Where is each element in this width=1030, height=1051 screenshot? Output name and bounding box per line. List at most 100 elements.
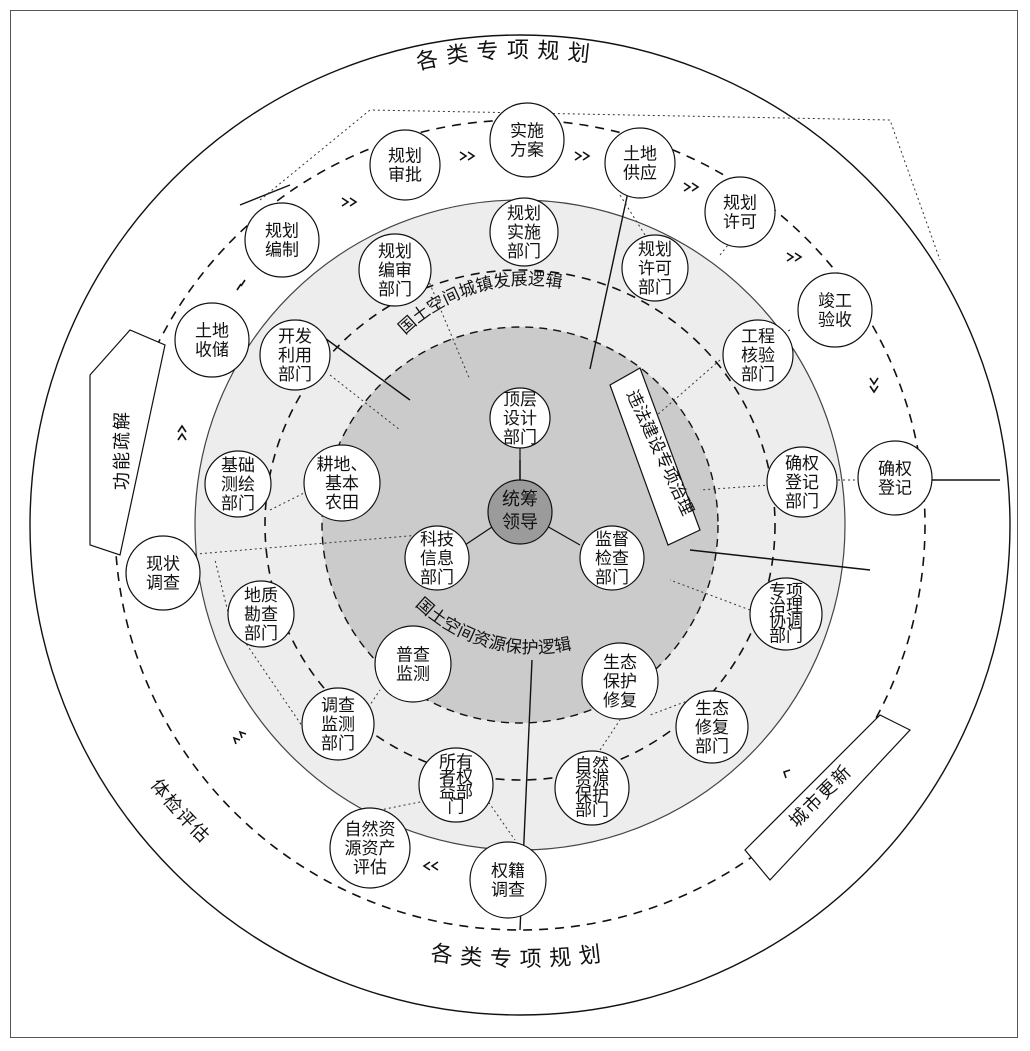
node-circle (604, 127, 676, 199)
node-line: 检查 (595, 549, 629, 569)
node-line: 部门 (741, 365, 775, 385)
node-line: 保护 (575, 785, 609, 805)
node-line: 审批 (388, 165, 422, 185)
node-line: 测绘 (221, 475, 255, 495)
node-circle (797, 272, 873, 348)
node-circle (766, 446, 838, 518)
node-circle (554, 750, 630, 826)
outermost-ring (29, 34, 1011, 1016)
node-line: 核验 (741, 346, 775, 366)
node-line: 源资产 (345, 839, 396, 859)
node-line: 部门 (575, 800, 609, 820)
node-circle (579, 525, 645, 591)
node-line: 部门 (221, 494, 255, 514)
node-line: 实施 (507, 223, 541, 243)
node-line: 规划 (388, 146, 422, 166)
node-line: 规划 (378, 242, 412, 262)
node-line: 门 (448, 797, 465, 817)
node-circle (204, 450, 272, 518)
node-line: 部门 (785, 492, 819, 512)
node-circle (489, 197, 559, 267)
node-line: 协调 (769, 611, 803, 631)
node-line: 部门 (278, 365, 312, 385)
node-line: 开发 (278, 327, 312, 347)
node-line: 实施 (510, 121, 544, 141)
node-circle (244, 202, 320, 278)
node-line: 编制 (265, 240, 299, 260)
node-line: 监测 (321, 715, 355, 735)
function-box: 功能疏解 (89, 329, 166, 556)
node-circle (675, 690, 749, 764)
node-line: 部门 (503, 428, 537, 448)
node-line: 规划 (507, 204, 541, 224)
node-line: 权籍 (491, 861, 525, 881)
node-line: 规划 (723, 193, 757, 213)
assessment-label: 体检评估 (146, 775, 214, 848)
node-circle (704, 176, 776, 248)
node-circle (358, 233, 432, 307)
node-circle (404, 525, 470, 591)
node-circle (418, 747, 494, 823)
node-circle (722, 319, 794, 391)
nodes-layer: 顶层设计部门科技信息部门监督检查部门规划审批实施方案土地供应规划许可竣工验收确权… (125, 102, 933, 919)
node-circle (227, 580, 295, 648)
node-circle (469, 841, 547, 919)
node-line: 部门 (507, 242, 541, 262)
node-line: 部门 (420, 568, 454, 588)
node-line: 调查 (146, 573, 180, 593)
node-line: 生态 (603, 653, 637, 673)
node-line: 收储 (195, 340, 229, 360)
node-line: 修复 (695, 718, 729, 738)
node-line: 规划 (638, 240, 672, 260)
node-circle (489, 102, 565, 178)
node-line: 确权 (878, 459, 912, 479)
node-circle (581, 642, 659, 720)
node-line: 科技 (420, 530, 454, 550)
node-circle (369, 129, 441, 201)
node-line: 部门 (321, 734, 355, 754)
node-line: 者权 (439, 767, 473, 787)
node-circle (125, 535, 201, 611)
node-line: 益部 (439, 782, 473, 802)
node-line: 自然资 (345, 820, 396, 840)
node-line: 农田 (325, 493, 359, 513)
node-line: 工程 (741, 327, 775, 347)
node-line: 许可 (723, 212, 757, 232)
node-line: 确权 (785, 454, 819, 474)
node-circle (374, 625, 452, 703)
node-circle (329, 807, 411, 889)
flow-arrows (177, 151, 879, 871)
node-circle (749, 577, 823, 651)
node-circle (259, 319, 331, 391)
node-line: 现状 (146, 554, 180, 574)
node-circle (174, 302, 250, 378)
node-line: 土地 (623, 144, 657, 164)
bottom-title: 各类专项规划 (429, 941, 610, 972)
node-line: 部门 (244, 624, 278, 644)
node-line: 评估 (353, 858, 387, 878)
center-line-1: 统筹 (502, 489, 538, 510)
node-line: 设计 (503, 409, 537, 429)
node-line: 登记 (878, 478, 912, 498)
node-line: 勘查 (244, 605, 278, 625)
node-line: 土地 (195, 321, 229, 341)
